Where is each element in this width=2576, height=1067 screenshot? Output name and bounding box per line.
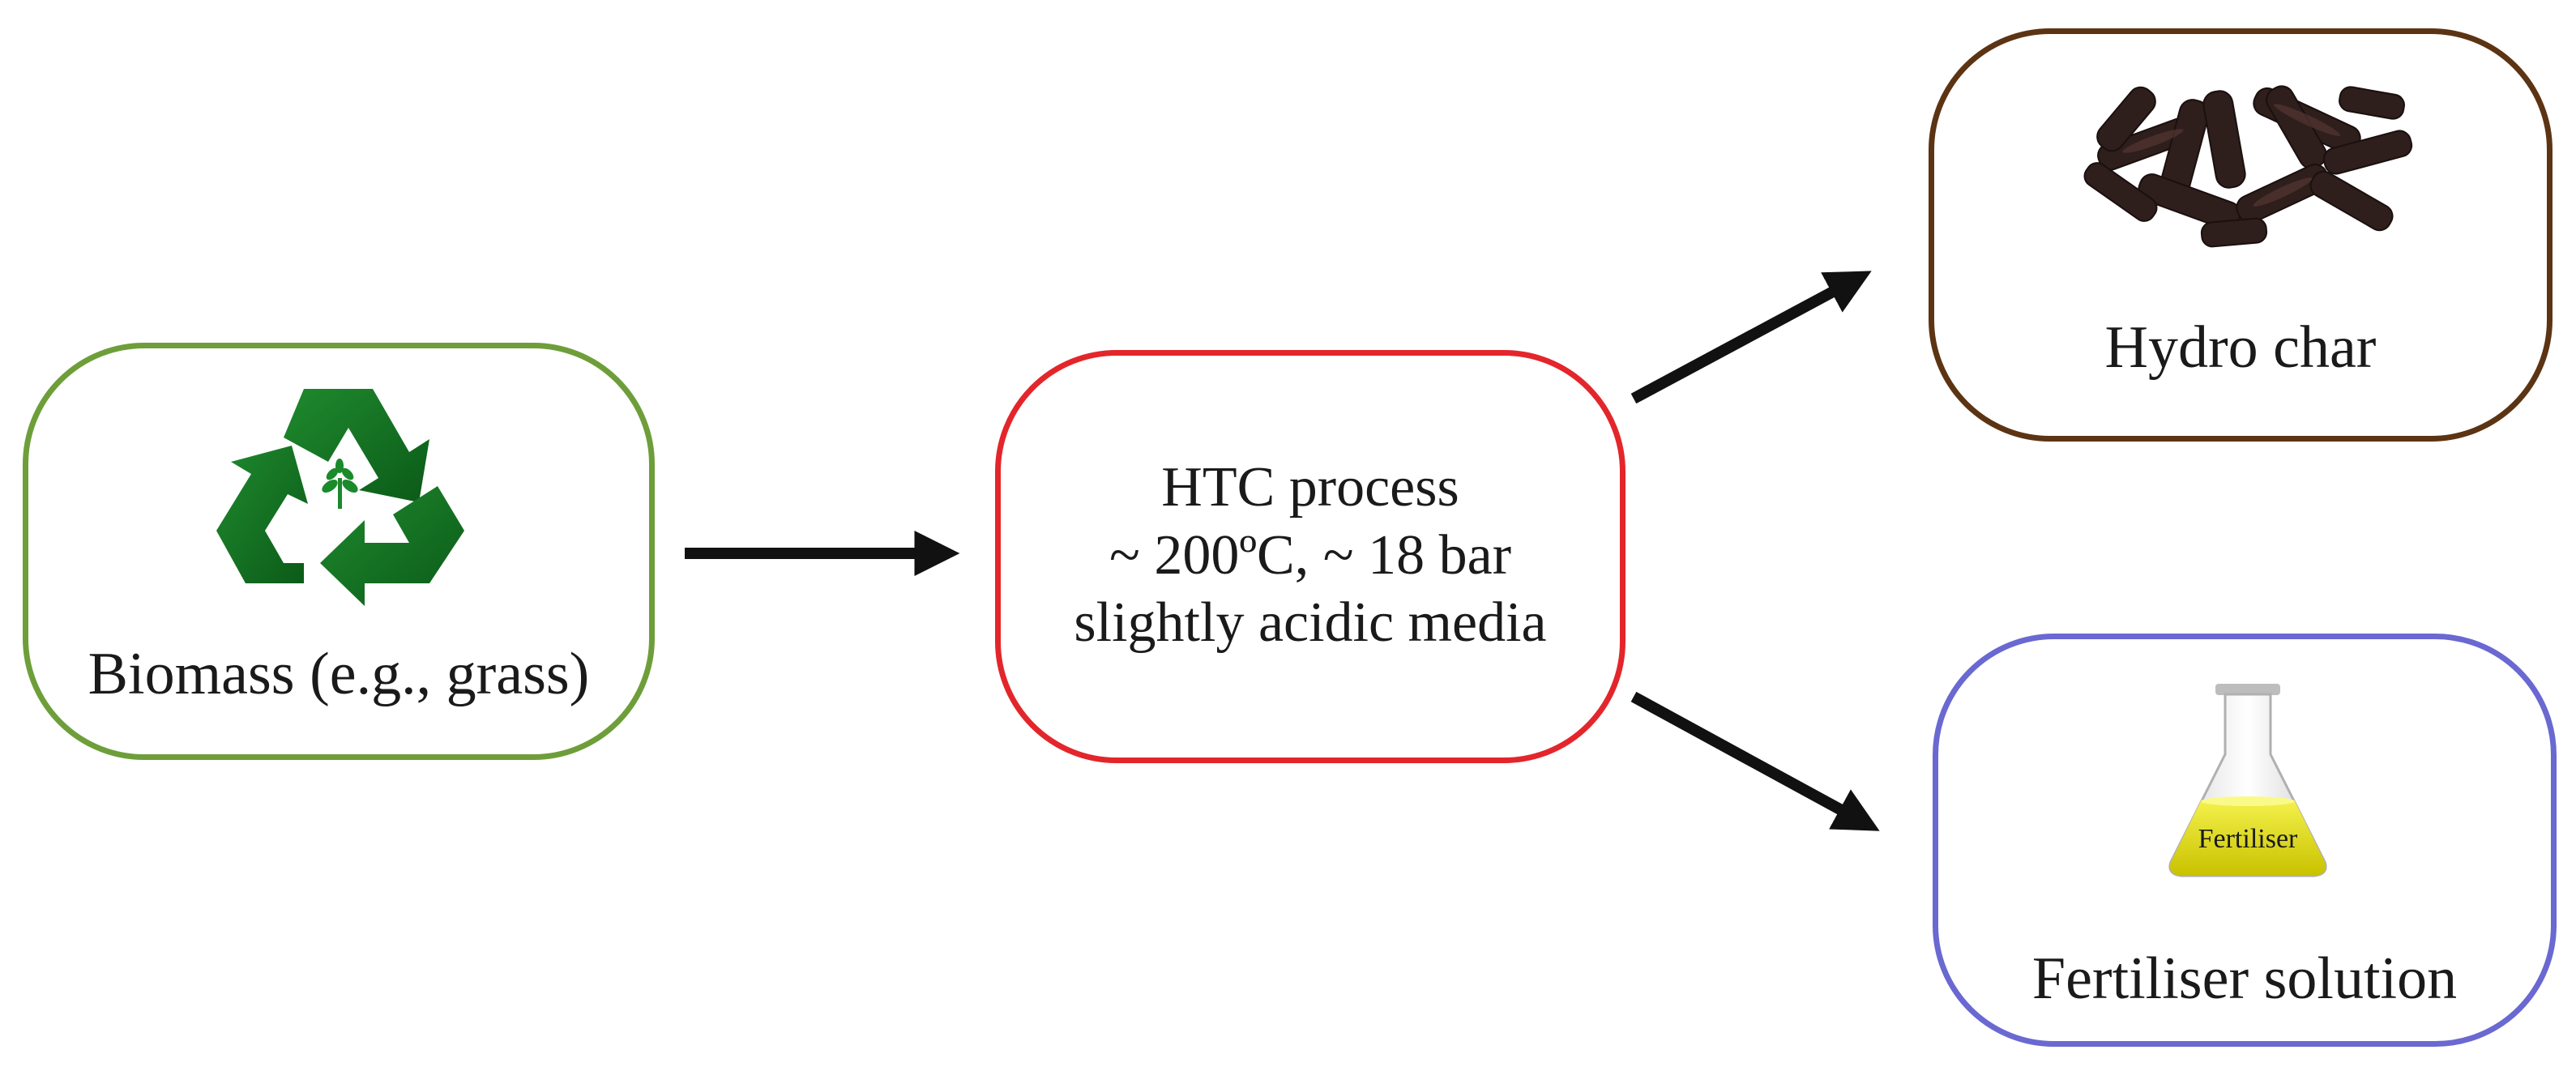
biomass-label: Biomass (e.g., grass)	[88, 641, 590, 707]
flask-label: Fertiliser	[2198, 824, 2298, 854]
flask-icon	[2168, 684, 2327, 877]
arrow-htc-to-hydrochar	[1630, 271, 1872, 404]
arrow-htc-to-fertiliser	[1630, 691, 1880, 831]
biomass-box: Biomass (e.g., grass)	[23, 343, 655, 760]
recycle-plant-icon	[216, 389, 464, 606]
fertiliser-box: Fertiliser Fertiliser solution	[1933, 634, 2557, 1047]
hydrochar-pellets-icon	[2083, 85, 2413, 248]
fertiliser-label: Fertiliser solution	[2031, 945, 2458, 1012]
hydrochar-label: Hydro char	[2104, 314, 2377, 381]
htc-title: HTC process	[1161, 456, 1459, 519]
htc-media: slightly acidic media	[1074, 591, 1547, 654]
htc-conditions: ~ 200ºC, ~ 18 bar	[1109, 524, 1511, 587]
hydrochar-box: Hydro char	[1929, 28, 2553, 442]
htc-process-box: HTC process ~ 200ºC, ~ 18 bar slightly a…	[995, 350, 1625, 763]
